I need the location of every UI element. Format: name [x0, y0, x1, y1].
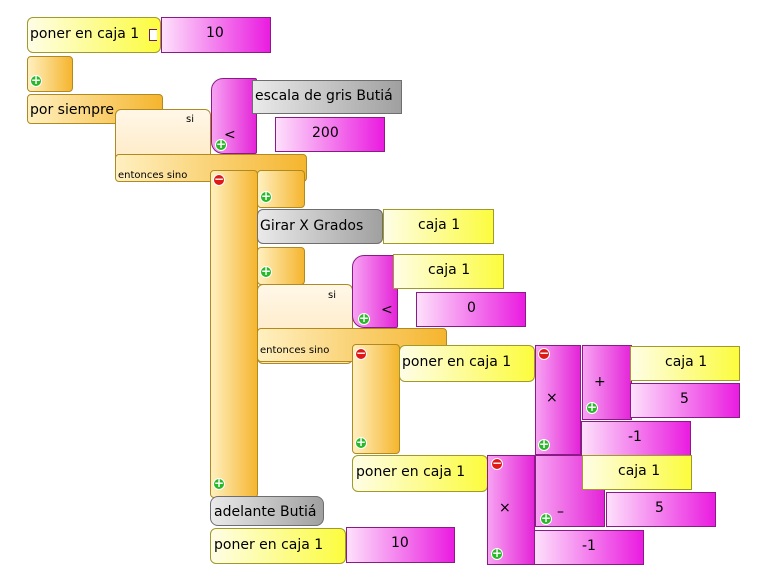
box-block[interactable]: [383, 209, 494, 244]
number-value: 5: [655, 500, 664, 516]
forward-label: adelante Butiá: [214, 504, 317, 520]
gray-sensor-block[interactable]: [252, 80, 402, 114]
op-label: –: [557, 504, 564, 520]
number-block[interactable]: [534, 530, 644, 565]
box-label: caja 1: [418, 217, 461, 233]
number-value: 200: [312, 125, 339, 141]
op-label: ×: [546, 390, 558, 406]
store-block-bottom[interactable]: [210, 528, 346, 564]
box-label: caja 1: [618, 463, 661, 479]
sensor-label: escala de gris Butiá: [255, 88, 393, 104]
plus-icon[interactable]: +: [215, 137, 227, 151]
number-block[interactable]: [346, 527, 455, 563]
plus-icon[interactable]: +: [260, 189, 272, 203]
minus-icon[interactable]: −: [491, 456, 503, 470]
forward-block[interactable]: [210, 496, 324, 526]
else-column: [210, 170, 258, 498]
minus-icon[interactable]: −: [355, 346, 367, 360]
turn-block[interactable]: [257, 209, 383, 244]
op-label: +: [594, 374, 606, 390]
store-block[interactable]: [352, 455, 488, 492]
box-label: caja 1: [665, 354, 708, 370]
store-label: poner en caja 1: [356, 464, 466, 480]
number-block[interactable]: [606, 492, 716, 527]
number-value: 10: [206, 25, 224, 41]
arg-socket: [149, 29, 157, 41]
if-label: si: [328, 290, 336, 301]
number-value: -1: [628, 429, 642, 445]
store-block[interactable]: [399, 345, 535, 382]
number-value: -1: [582, 538, 596, 554]
box-block[interactable]: [630, 346, 740, 381]
box-label: caja 1: [428, 262, 471, 278]
else-label: entonces sino: [118, 170, 188, 181]
op-label: <: [381, 302, 393, 318]
number-value: 0: [467, 300, 476, 316]
number-block[interactable]: [416, 292, 526, 327]
plus-icon[interactable]: +: [358, 311, 370, 325]
number-block[interactable]: [630, 383, 740, 418]
minus-icon[interactable]: −: [538, 346, 550, 360]
store-label: poner en caja 1: [214, 537, 324, 553]
plus-icon[interactable]: +: [213, 476, 225, 490]
store-label: poner en caja 1: [402, 354, 512, 370]
forever-label: por siempre: [30, 102, 115, 118]
plus-icon[interactable]: +: [538, 437, 550, 451]
number-block[interactable]: [161, 17, 271, 53]
plus-icon[interactable]: +: [30, 73, 42, 87]
box-block[interactable]: [582, 455, 692, 490]
multiply-block[interactable]: [535, 345, 581, 455]
plus-icon[interactable]: +: [260, 264, 272, 278]
plus-icon[interactable]: +: [355, 435, 367, 449]
turn-label: Girar X Grados: [260, 218, 364, 234]
op-label: <: [224, 127, 236, 143]
store-block-top[interactable]: [27, 17, 161, 53]
number-value: 5: [680, 391, 689, 407]
box-block[interactable]: [393, 254, 504, 289]
op-label: ×: [499, 500, 511, 516]
if-label: si: [186, 114, 194, 125]
store-label: poner en caja 1: [30, 26, 140, 42]
multiply-block[interactable]: [487, 455, 535, 565]
else-column: [352, 344, 400, 454]
collapsed-sandwich[interactable]: [27, 56, 73, 92]
number-value: 10: [391, 535, 409, 551]
plus-icon[interactable]: +: [491, 546, 503, 560]
plus-icon[interactable]: +: [540, 511, 552, 525]
else-label: entonces sino: [260, 345, 330, 356]
minus-icon[interactable]: −: [213, 172, 225, 186]
number-block[interactable]: [275, 117, 385, 152]
plus-icon[interactable]: +: [586, 400, 598, 414]
